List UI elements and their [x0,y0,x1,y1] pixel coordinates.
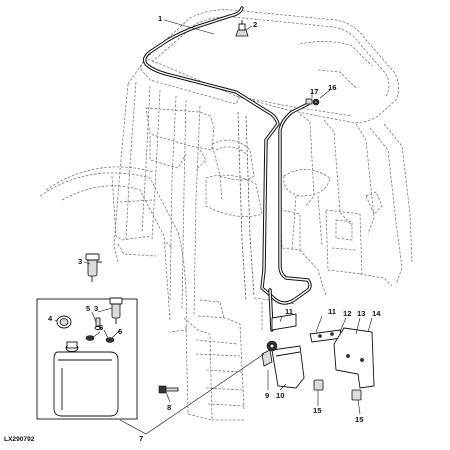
callout-6-inset: 6 [118,327,122,336]
callout-15-right: 15 [355,415,364,424]
washer-hose [142,6,312,332]
front-hose-connector [305,98,320,106]
callout-17: 17 [310,87,318,96]
callout-13: 13 [357,309,365,318]
washer-pump [85,253,102,282]
callout-8: 8 [167,403,171,412]
callout-14: 14 [372,309,381,318]
mounting-bolt [158,385,179,394]
rear-washer-nozzle [235,20,249,37]
reservoir-bracket [333,327,375,389]
callout-labels: 1 2 3 3 4 5 6 6 7 8 9 10 11 11 12 13 14 … [48,14,381,443]
callout-3-inset: 3 [94,304,98,313]
callout-9: 9 [265,391,269,400]
callout-15: 15 [313,406,322,415]
callout-1: 1 [158,14,163,23]
callout-4: 4 [48,314,53,323]
callout-5: 5 [86,304,91,313]
callout-10: 10 [276,391,284,400]
figure-reference-code: LX290792 [4,436,35,443]
callout-11-right: 11 [328,307,337,316]
callout-2: 2 [253,20,257,29]
callout-16: 16 [328,83,336,92]
callout-11: 11 [285,307,294,316]
callout-6: 6 [99,323,103,332]
leader-lines [83,19,373,435]
pump-bracket [271,313,343,343]
callout-7: 7 [139,434,143,443]
callout-3: 3 [78,257,82,266]
mounted-reservoir [261,340,305,389]
rubber-mounts [313,379,362,401]
washer-reservoir-inset [36,297,138,420]
callout-12: 12 [343,309,351,318]
tractor-cab-outline [39,9,413,421]
